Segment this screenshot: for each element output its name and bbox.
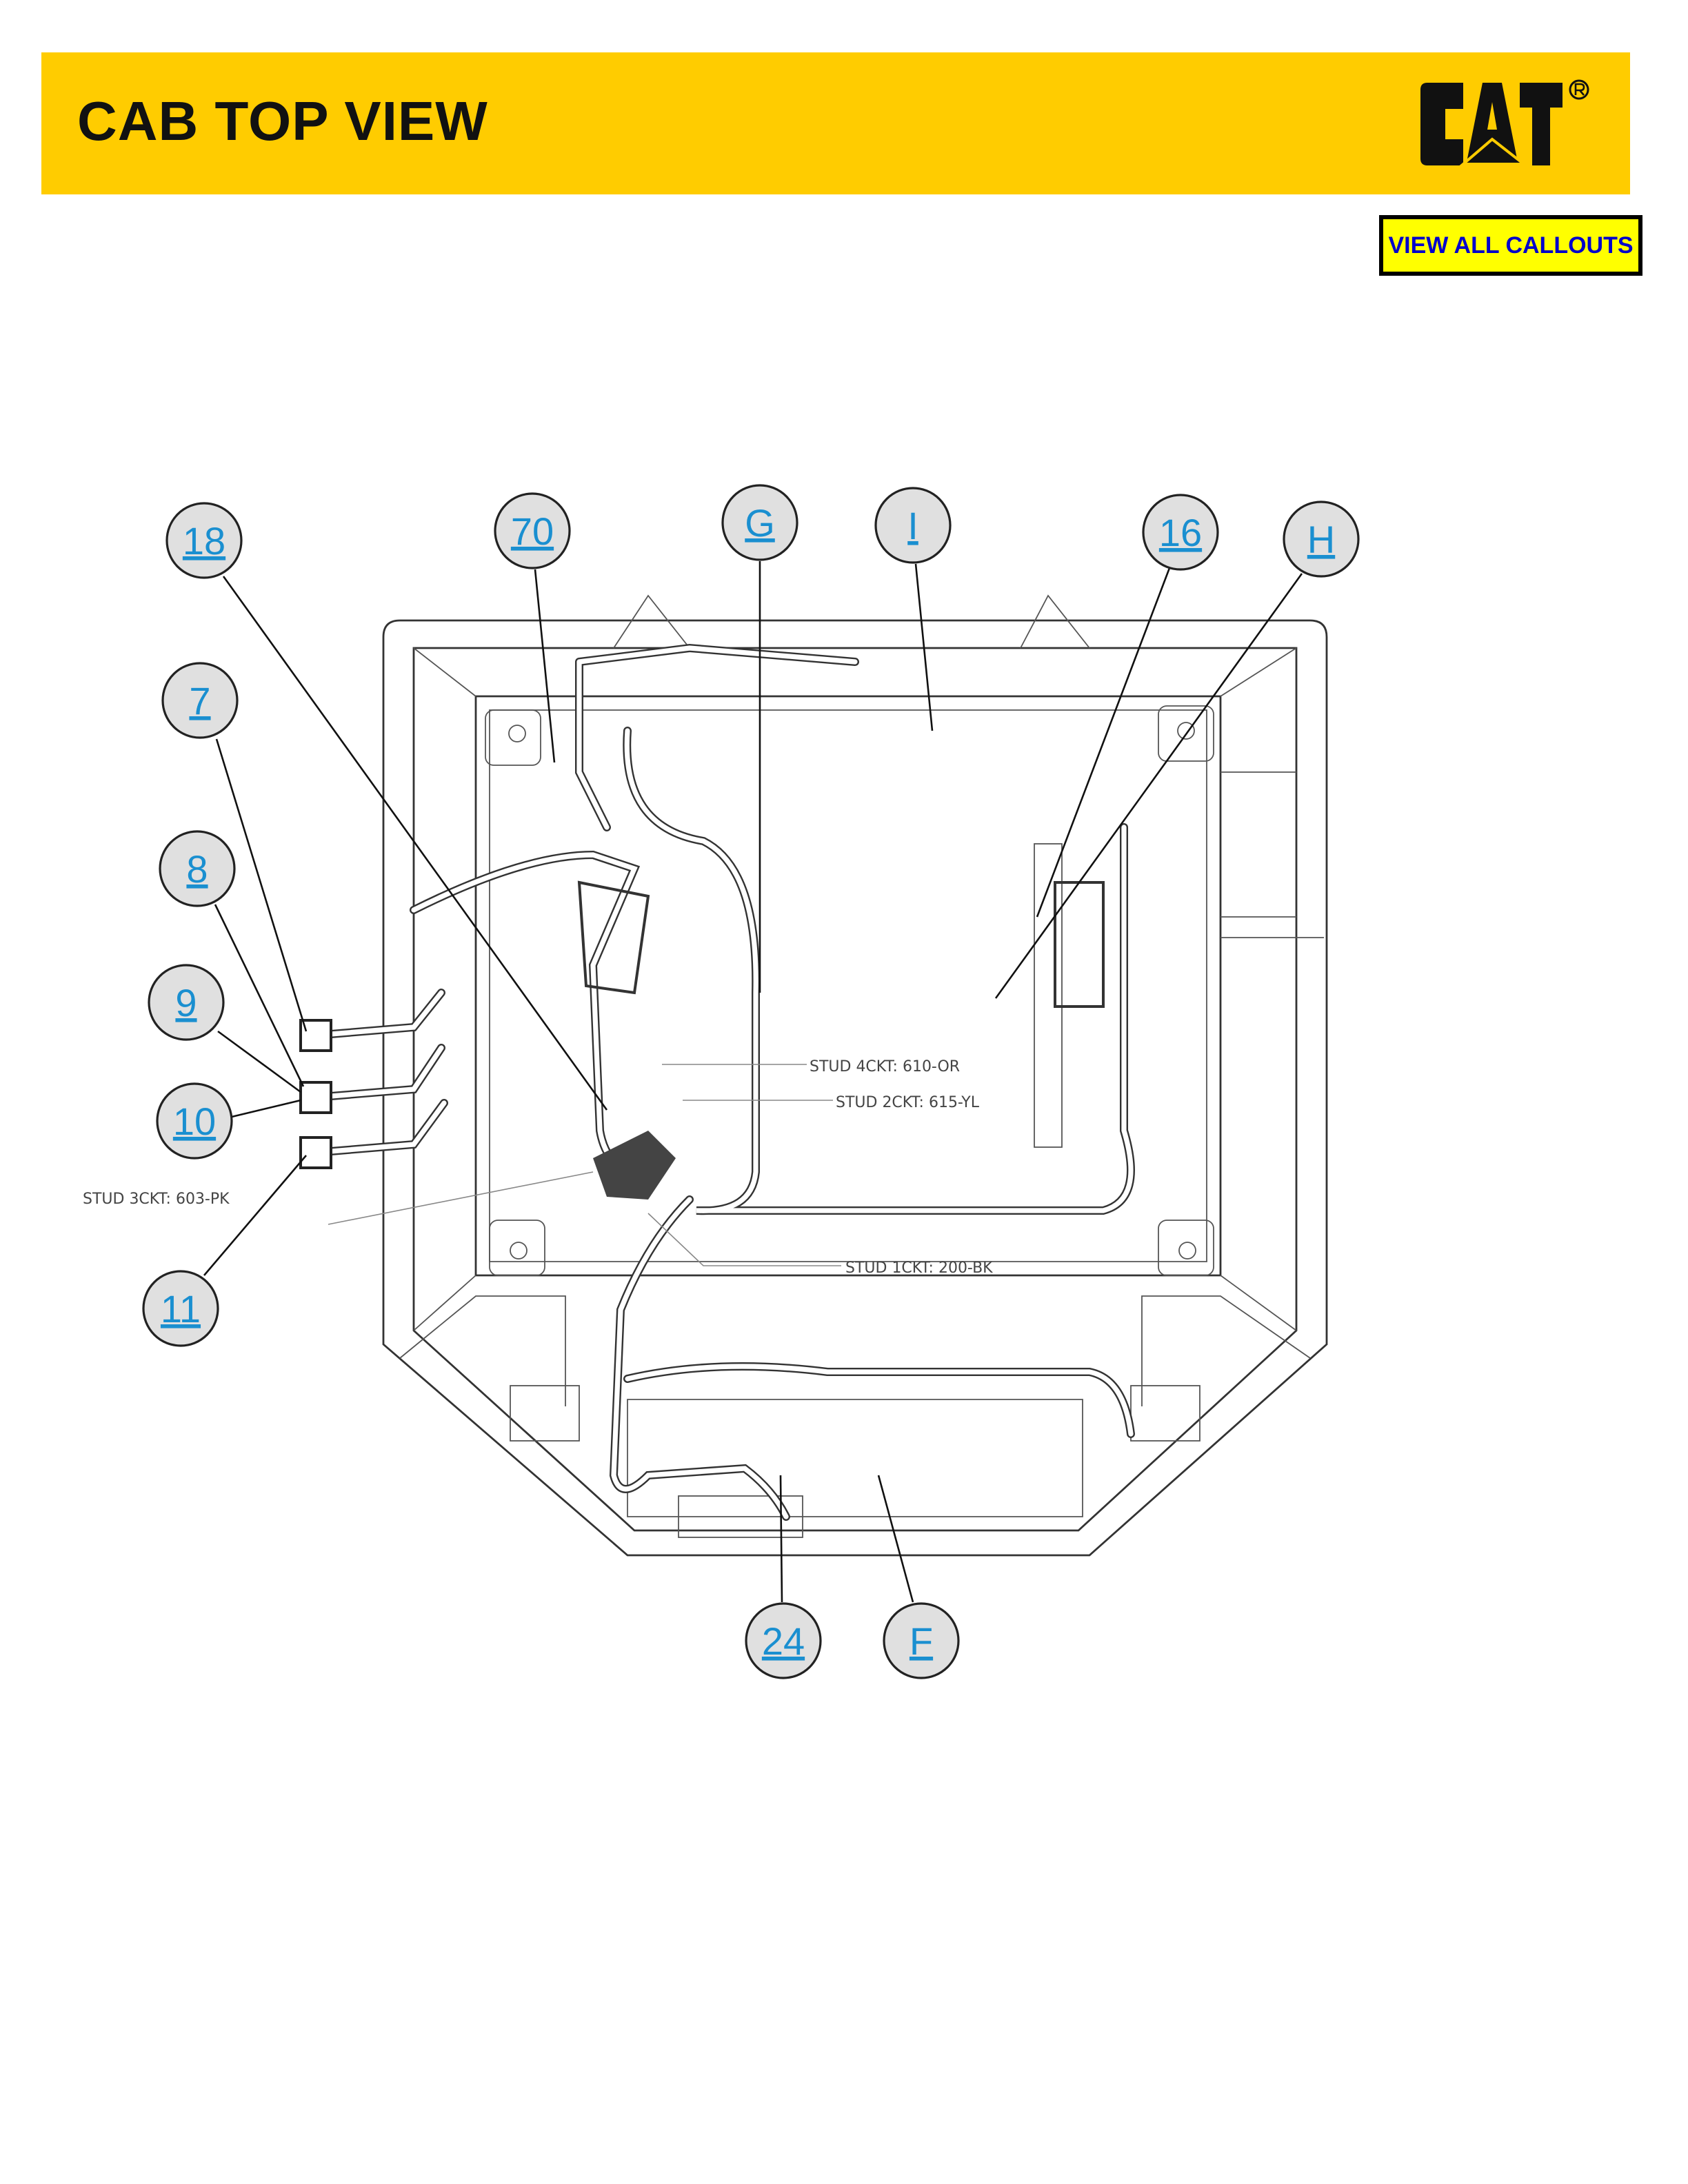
svg-text:9: 9 (175, 981, 197, 1024)
callout-I[interactable]: I (874, 487, 952, 564)
callout-9[interactable]: 9 (148, 964, 225, 1041)
stud-1ckt-label: STUD 1CKT: 200-BK (845, 1260, 993, 1277)
callout-70[interactable]: 70 (494, 492, 571, 569)
callout-10[interactable]: 10 (156, 1082, 233, 1160)
stud-4ckt-label: STUD 4CKT: 610-OR (810, 1058, 960, 1075)
header-bar: CAB TOP VIEW (41, 52, 1630, 194)
svg-text:8: 8 (186, 847, 208, 891)
leader-lines (203, 561, 1303, 1603)
svg-text:7: 7 (189, 679, 210, 722)
callout-8[interactable]: 8 (159, 830, 236, 907)
callout-16[interactable]: 16 (1142, 494, 1219, 571)
svg-text:10: 10 (173, 1100, 216, 1143)
svg-text:18: 18 (183, 519, 225, 563)
callout-F[interactable]: F (883, 1602, 960, 1679)
callout-18[interactable]: 18 (165, 502, 243, 579)
svg-text:I: I (907, 504, 918, 547)
callout-7[interactable]: 7 (161, 662, 239, 739)
view-all-callouts-button[interactable]: VIEW ALL CALLOUTS (1379, 215, 1642, 276)
stud-labels: STUD 4CKT: 610-OR STUD 2CKT: 615-YL STUD… (83, 1058, 993, 1277)
callout-H[interactable]: H (1283, 501, 1360, 578)
svg-text:G: G (745, 501, 775, 545)
svg-text:F: F (910, 1619, 933, 1663)
svg-text:H: H (1307, 518, 1335, 561)
svg-text:70: 70 (511, 509, 554, 553)
page-title: CAB TOP VIEW (77, 90, 488, 152)
cab-frame (382, 594, 1328, 1557)
cat-logo (1420, 79, 1589, 165)
stud-3ckt-label: STUD 3CKT: 603-PK (83, 1191, 230, 1208)
svg-text:16: 16 (1159, 511, 1202, 554)
svg-text:24: 24 (762, 1619, 805, 1663)
svg-text:11: 11 (161, 1287, 201, 1331)
callout-G[interactable]: G (721, 484, 798, 561)
callout-24[interactable]: 24 (745, 1602, 822, 1679)
callout-11[interactable]: 11 (142, 1270, 219, 1347)
wire-harness (299, 643, 1135, 1521)
stud-2ckt-label: STUD 2CKT: 615-YL (836, 1094, 980, 1111)
